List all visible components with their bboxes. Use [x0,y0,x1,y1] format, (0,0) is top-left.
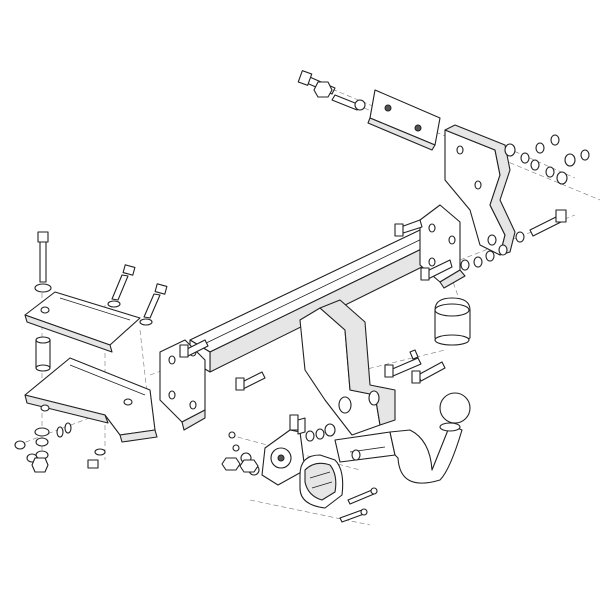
left-long-bolt [34,231,52,293]
hitch-bolt [384,349,422,378]
left-side-bracket-lower [24,357,158,443]
right-side-bolt [529,209,567,237]
spacer-tube [35,336,51,372]
socket-screw [339,508,368,523]
crossbar-bolt [394,219,423,237]
clamp-plate [367,89,441,151]
top-bolt [331,94,366,111]
top-nut [313,81,333,98]
right-washers [504,134,590,185]
tow-ball-neck [334,424,463,484]
tow-ball-cap [434,297,471,346]
socket-plate-fasteners [221,423,336,476]
left-bracket-bolt [107,264,136,308]
right-side-bracket [444,124,516,256]
left-side-bracket-upper [24,291,141,353]
crossbar-left-endplate [159,339,206,431]
electrical-socket [299,454,344,509]
crossbar-bolt [235,371,266,391]
right-lower-washers [460,231,525,271]
crossbar-bolt [179,339,209,358]
left-fasteners [14,422,106,473]
crossbar-bolt [420,259,453,281]
socket-plate [261,414,306,486]
center-bracket [299,299,396,436]
socket-screw [347,487,378,505]
hitch-bolt [411,361,446,384]
tow-ball [439,392,471,432]
left-bracket-bolt [139,283,168,326]
